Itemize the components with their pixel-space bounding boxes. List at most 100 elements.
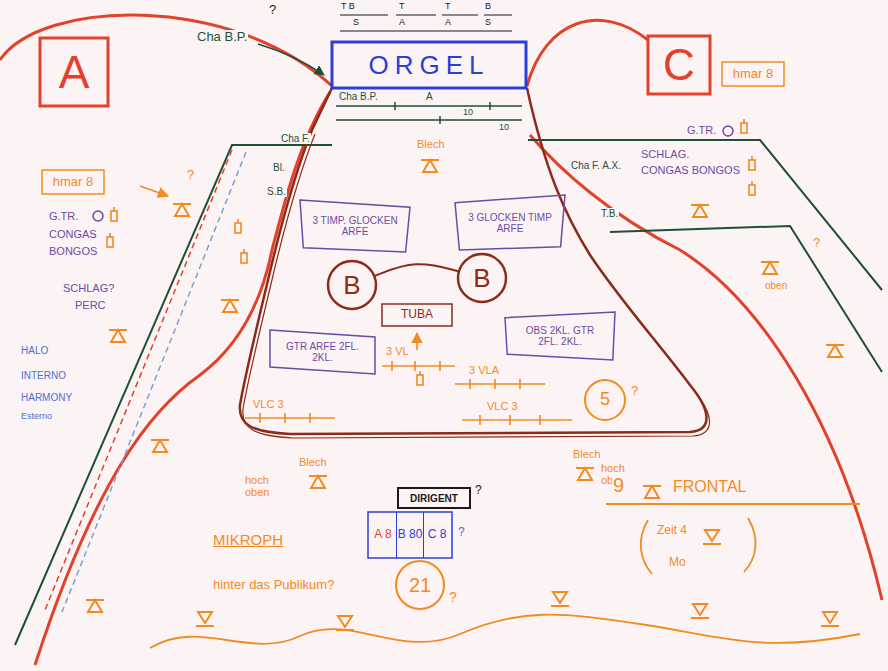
staff-line: [245, 413, 335, 423]
guitar-symbol: [93, 211, 103, 221]
heading-label: MIKROPH: [212, 532, 284, 549]
note-text: HALO: [20, 345, 49, 356]
stage-outline: [240, 88, 707, 434]
speaker-symbol: [221, 300, 239, 312]
instrument-label: PERC: [74, 299, 107, 311]
group-circle: B: [328, 261, 376, 309]
node-text: B: [343, 271, 360, 300]
note-text: Zeit 4: [656, 524, 688, 537]
outline-shape: [396, 561, 444, 609]
voice-label: B: [484, 2, 492, 12]
staff-line: [462, 415, 572, 425]
leader-line: [258, 44, 324, 75]
instrument-box: TUBA: [382, 304, 452, 326]
speaker-symbol: [826, 345, 844, 357]
node-text: 3 TIMP. GLOCKEN ARFE: [310, 215, 400, 237]
speaker-symbol: [86, 600, 104, 612]
speaker-symbol: [576, 468, 594, 480]
speaker-symbol: [821, 612, 839, 626]
node-text: TUBA: [401, 308, 433, 321]
voice-label: T: [444, 2, 452, 12]
instrument-label: SCHLAG.: [640, 148, 690, 160]
player-label: Cha F. A.X.: [570, 160, 622, 171]
arrow-line: [416, 333, 418, 350]
stage-outline: [243, 134, 710, 438]
strings-label: 3 VLA: [468, 364, 500, 376]
strings-label: 3 VL: [385, 345, 410, 357]
query-mark: ?: [186, 168, 195, 182]
instrument-label: BONGOS: [48, 245, 98, 257]
node-text: ORGEL: [368, 51, 489, 80]
player-label: A: [425, 91, 434, 102]
node-text: C 8: [423, 512, 450, 558]
connector-line: [374, 264, 459, 276]
voice-label: S: [352, 18, 360, 28]
query-mark: ?: [630, 384, 639, 398]
wing-line: [15, 145, 332, 645]
loudspeaker-symbol: [111, 207, 117, 221]
note-text: oben: [764, 280, 788, 291]
count-label: 10: [462, 108, 474, 118]
note-text: HARMONY: [20, 392, 73, 403]
staff-line: [340, 15, 512, 31]
underline: [606, 503, 860, 505]
count-box: hmar 8: [42, 170, 104, 194]
speaker-symbol: [643, 486, 661, 498]
strings-label: VLC 3: [252, 398, 285, 410]
outline-shape: [328, 261, 376, 309]
speaker-symbol: [309, 476, 327, 488]
brass-label: Blech: [298, 456, 328, 468]
outline-shape: [458, 254, 506, 302]
loudspeaker-symbol: [749, 156, 755, 170]
node-text: C: [663, 41, 695, 89]
note-text: Mo: [668, 556, 687, 569]
group-circle: B: [458, 254, 506, 302]
speaker-symbol: [761, 262, 779, 274]
instrument-label: SCHLAG?: [62, 282, 115, 294]
note-text: hinter das Publikum?: [212, 578, 335, 592]
instrument-group: OBS 2KL. GTR 2FL. 2KL.: [505, 312, 615, 360]
query-mark: ?: [448, 590, 458, 605]
voice-label: A: [444, 18, 452, 28]
dashed-line: [45, 150, 232, 610]
position-label: FRONTAL: [672, 478, 747, 496]
query-mark: ?: [268, 3, 277, 17]
query-mark: ?: [457, 526, 466, 539]
speaker-symbol: [703, 530, 721, 544]
speaker-symbol: [173, 204, 191, 216]
speaker-symbol: [196, 612, 214, 626]
speaker-symbol: [421, 160, 439, 172]
count-circle: 21: [396, 561, 444, 609]
node-text: hmar 8: [733, 67, 773, 81]
voice-label: A: [398, 18, 406, 28]
region-box: A: [40, 38, 108, 106]
query-mark: ?: [812, 236, 821, 250]
loudspeaker-symbol: [241, 249, 247, 263]
instrument-group: GTR ARFE 2FL. 2KL.: [270, 330, 375, 374]
node-text: B 80: [396, 512, 423, 558]
speaker-symbol: [551, 592, 569, 606]
player-label: Cha B.P.: [338, 91, 379, 102]
voice-label: T: [398, 2, 406, 12]
instrument-group: 3 GLOCKEN TIMP ARFE: [455, 195, 565, 250]
speaker-symbol: [109, 330, 127, 342]
outline-shape: [505, 312, 615, 360]
node-text: OBS 2KL. GTR 2FL. 2KL.: [515, 325, 605, 347]
outline-shape: [368, 512, 452, 558]
outline-shape: [42, 170, 104, 194]
outline-shape: [382, 304, 452, 326]
speaker-symbol: [691, 205, 709, 217]
player-label: T.B.: [600, 208, 619, 219]
node-text: hmar 8: [53, 175, 93, 189]
outline-shape: [722, 62, 784, 86]
instrument-label: G.TR.: [48, 210, 79, 222]
player-label: S.B.: [266, 186, 287, 197]
staff-line: [382, 361, 455, 371]
node-text: 3 GLOCKEN TIMP ARFE: [465, 212, 555, 234]
brass-label: Blech: [572, 448, 602, 460]
outline-shape: [40, 38, 108, 106]
region-curve: [530, 135, 882, 600]
